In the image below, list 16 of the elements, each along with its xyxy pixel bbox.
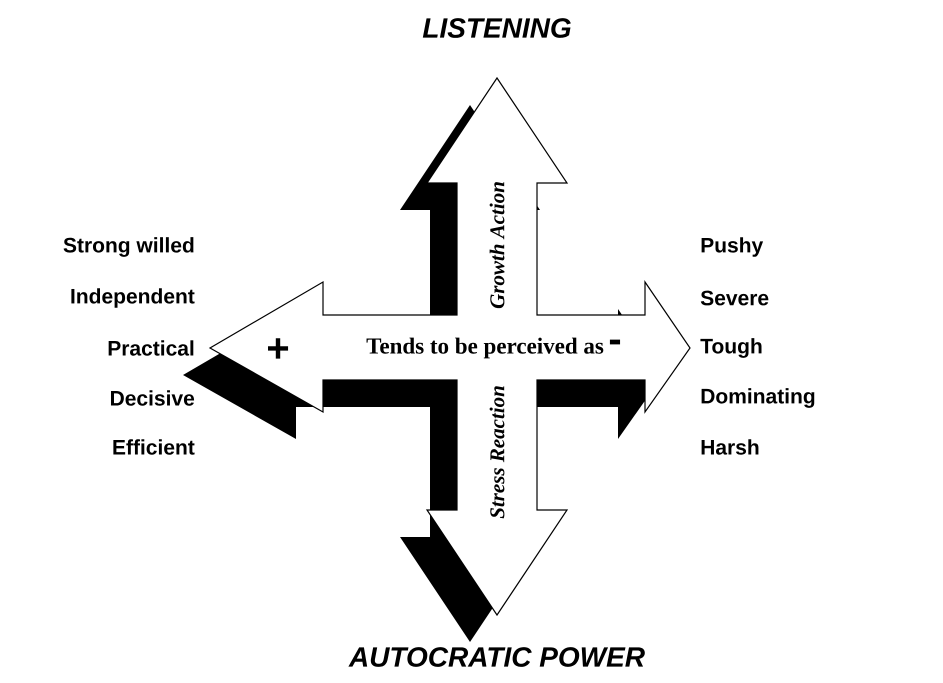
trait-label: Tough xyxy=(700,338,762,358)
trait-label: Severe xyxy=(700,290,768,306)
trait-label: Decisive xyxy=(111,390,194,406)
arrow-text: Growth Action xyxy=(490,182,504,308)
plus-sign: + xyxy=(268,338,288,359)
axis-label: LISTENING xyxy=(422,18,571,38)
arrow-text: Stress Reaction xyxy=(490,386,504,518)
trait-label: Practical xyxy=(108,340,194,356)
trait-label: Independent xyxy=(71,288,195,308)
trait-label: Pushy xyxy=(702,237,764,257)
center-text: Tends to be perceived as xyxy=(366,338,604,358)
trait-label: Strong willed xyxy=(64,237,194,257)
trait-label: Dominating xyxy=(702,388,814,408)
trait-label: Efficient xyxy=(113,439,195,455)
minus-sign: - xyxy=(610,340,620,344)
trait-label: Harsh xyxy=(702,439,758,455)
